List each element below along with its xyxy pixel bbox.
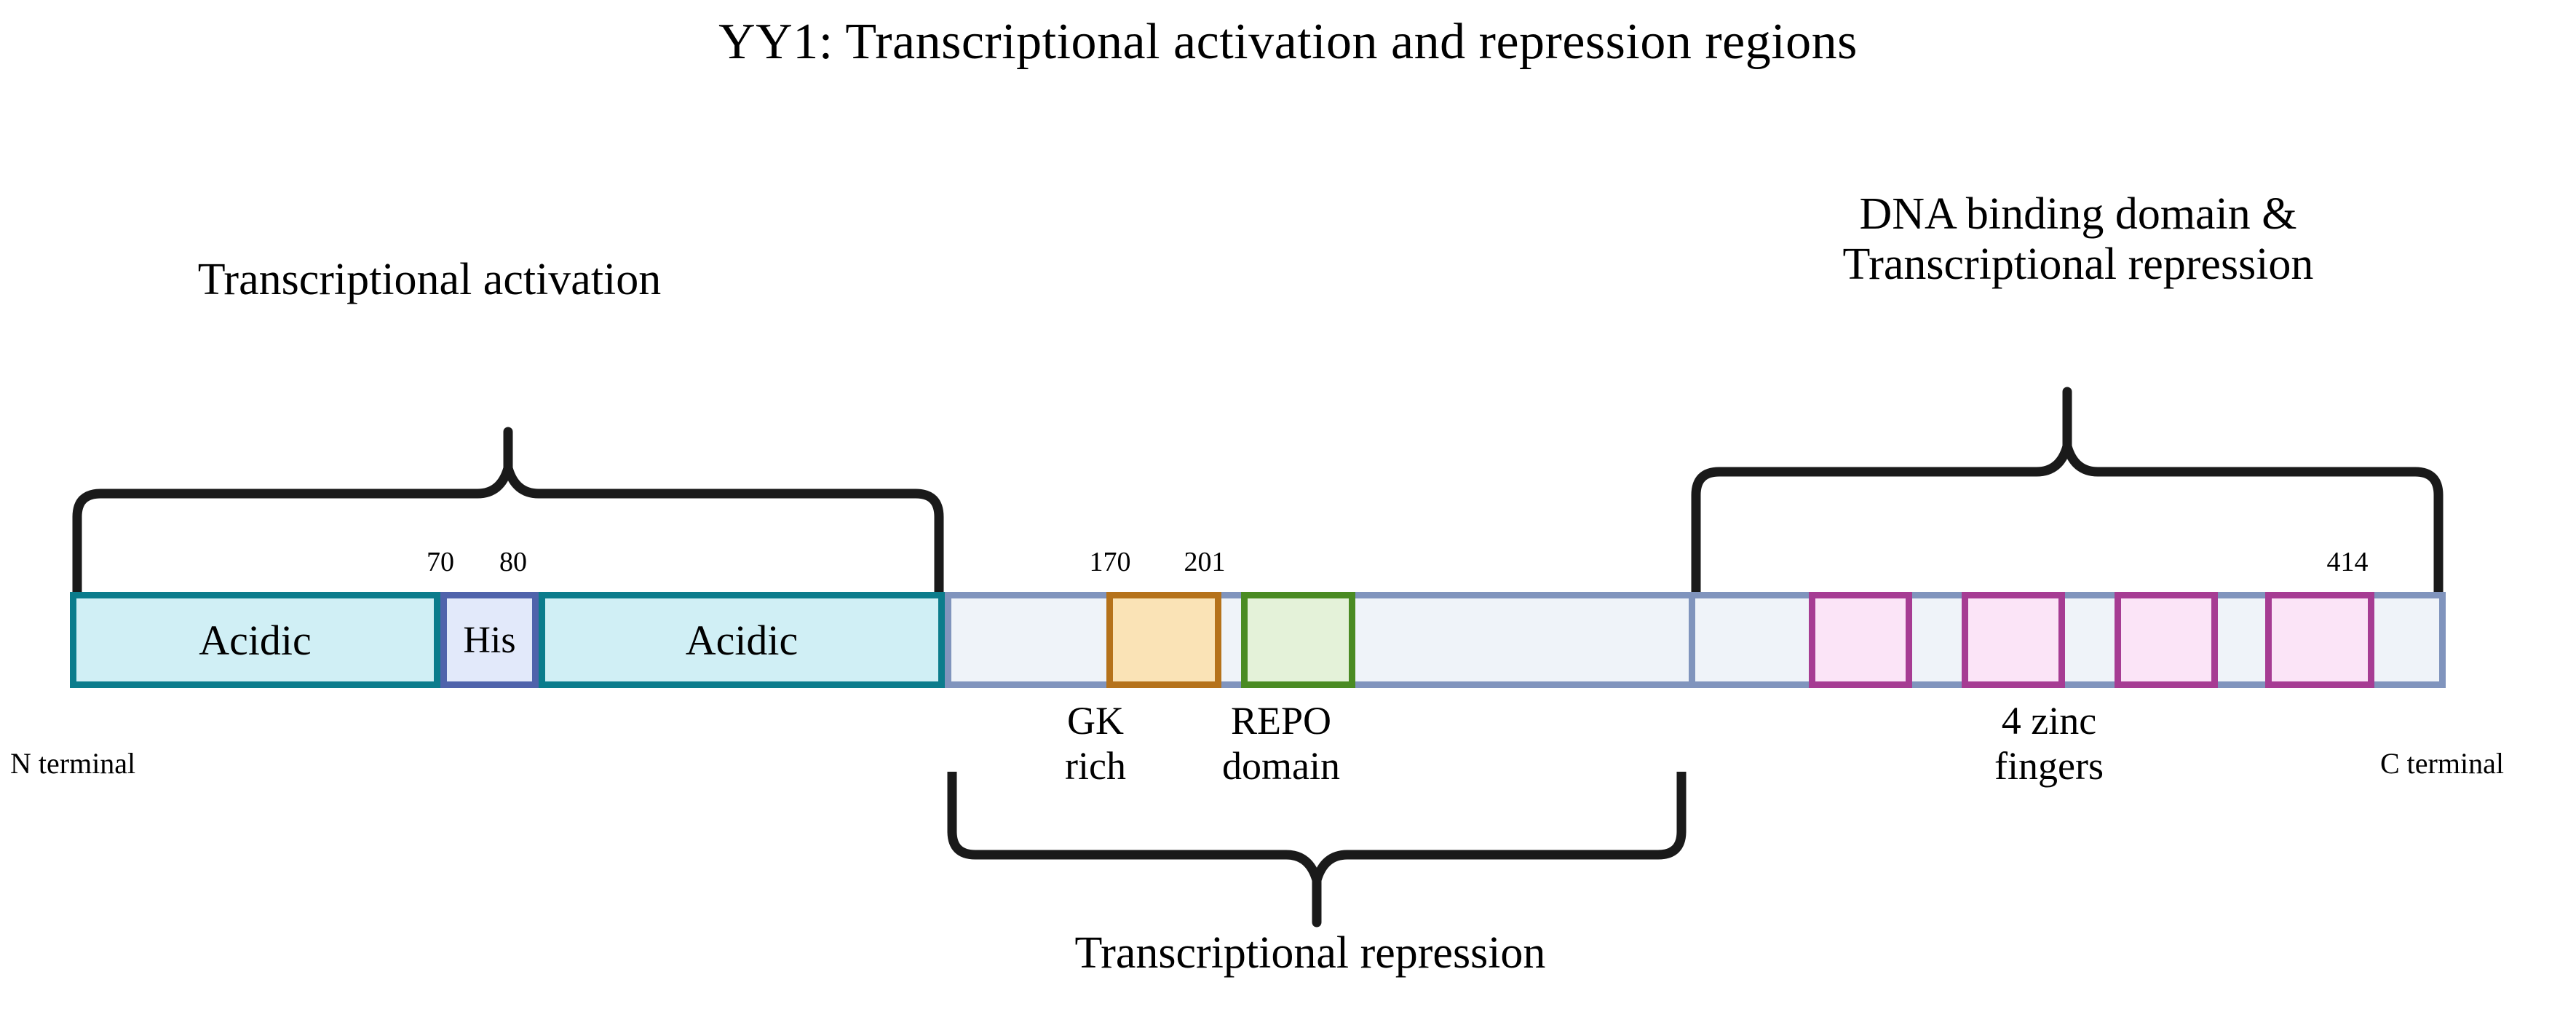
- backbone-divider: [1689, 592, 1695, 688]
- caption-zinc-line-1: 4 zinc: [2001, 699, 2097, 743]
- dna-binding-line-2: Transcriptional repression: [1842, 240, 2314, 290]
- caption-zinc-line-2: fingers: [1994, 743, 2104, 788]
- domain-his-label: His: [463, 619, 516, 661]
- brace-transcriptional-activation: [70, 426, 946, 593]
- domain-acidic-1[interactable]: Acidic: [70, 592, 440, 688]
- residue-number-170: 170: [1089, 547, 1131, 577]
- domain-zinc-finger-1[interactable]: [1809, 592, 1912, 688]
- brace-transcriptional-repression: [945, 772, 1689, 928]
- residue-number-80: 80: [499, 547, 527, 577]
- domain-gk-rich[interactable]: [1106, 592, 1221, 688]
- region-label-transcriptional-activation: Transcriptional activation: [197, 255, 662, 304]
- region-label-transcriptional-repression: Transcriptional repression: [1074, 928, 1546, 978]
- n-terminal-label: N terminal: [10, 747, 136, 780]
- caption-gk-rich-line-1: GK: [1067, 699, 1124, 743]
- domain-repo[interactable]: [1241, 592, 1355, 688]
- domain-his[interactable]: His: [440, 592, 539, 688]
- c-terminal-label: C terminal: [2380, 747, 2504, 780]
- residue-number-414: 414: [2326, 547, 2369, 577]
- domain-zinc-finger-4[interactable]: [2265, 592, 2374, 688]
- caption-repo-line-2: domain: [1222, 743, 1340, 788]
- region-label-dna-binding: DNA binding domain &Transcriptional repr…: [1645, 189, 2511, 290]
- brace-dna-binding: [1689, 386, 2446, 593]
- domain-zinc-finger-3[interactable]: [2115, 592, 2218, 688]
- residue-number-201: 201: [1184, 547, 1226, 577]
- domain-acidic-2-label: Acidic: [685, 616, 798, 664]
- domain-acidic-2[interactable]: Acidic: [539, 592, 945, 688]
- caption-repo-line-1: REPO: [1230, 699, 1332, 743]
- protein-domain-bar: Acidic His Acidic: [70, 592, 2446, 688]
- domain-acidic-1-label: Acidic: [199, 616, 312, 664]
- dna-binding-line-1: DNA binding domain &: [1859, 189, 2297, 239]
- caption-gk-rich-line-2: rich: [1065, 743, 1126, 788]
- page-title: YY1: Transcriptional activation and repr…: [718, 14, 1858, 70]
- domain-zinc-finger-2[interactable]: [1962, 592, 2065, 688]
- residue-number-70: 70: [427, 547, 454, 577]
